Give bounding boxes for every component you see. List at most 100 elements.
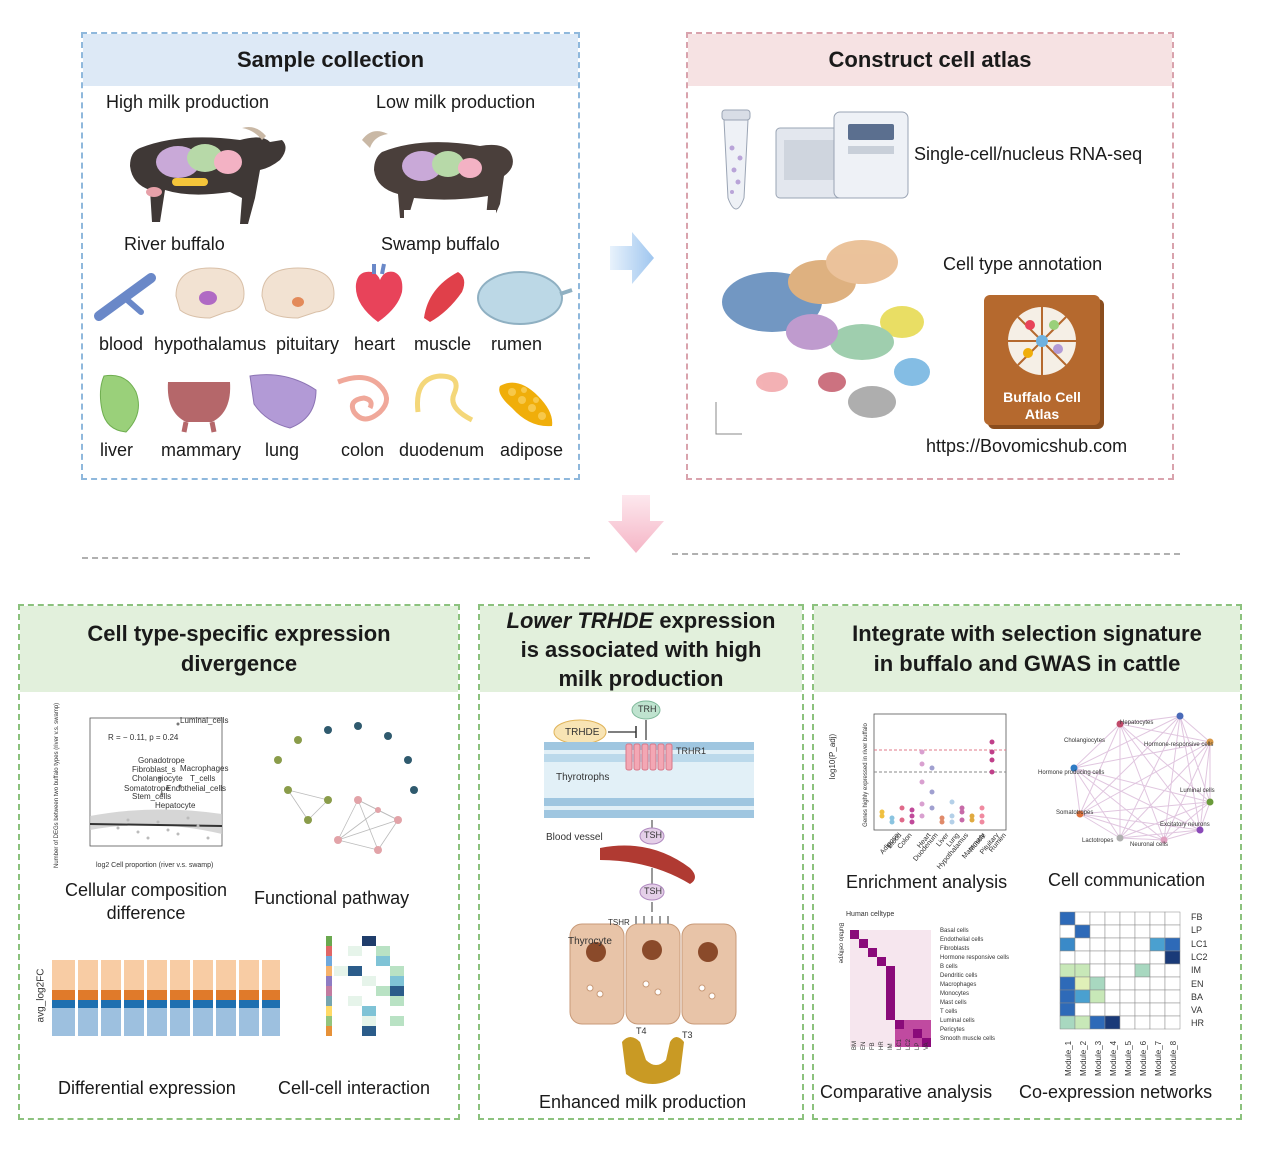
comparative-cell <box>868 1011 877 1020</box>
interaction-cell <box>334 986 348 996</box>
module-cell <box>1059 963 1076 978</box>
tissue-pituitary: pituitary <box>276 334 340 354</box>
comm-edge <box>1073 767 1081 815</box>
atlas-book-emblem-icon <box>1008 307 1076 375</box>
interaction-cell <box>390 1026 404 1036</box>
enrichment-dot <box>919 801 925 807</box>
comparative-cell <box>922 948 931 957</box>
comparative-cell <box>868 984 877 993</box>
enrichment-dot <box>929 805 935 811</box>
enrichment-dot <box>959 817 965 823</box>
module-row-4: IM <box>1191 965 1201 976</box>
interaction-cell <box>390 966 404 976</box>
interaction-cell <box>362 996 376 1006</box>
scatter-point-7: Endothelial_cells <box>166 784 227 793</box>
comparative-cell <box>859 1002 868 1011</box>
comparative-cell <box>904 948 913 957</box>
strip-gap <box>259 954 262 1044</box>
comparative-cell <box>850 1020 859 1029</box>
comparative-cell <box>877 939 886 948</box>
interaction-cell <box>334 936 348 946</box>
module-cell <box>1074 937 1091 952</box>
comparative-cell <box>895 984 904 993</box>
atlas-url[interactable]: https://Bovomicshub.com <box>926 436 1128 456</box>
module-col-2: Module_3 <box>1094 1040 1103 1076</box>
module-cell <box>1104 963 1121 978</box>
interaction-row-color <box>326 1016 332 1026</box>
celltype-col-4: IM <box>888 1043 894 1050</box>
comparative-cell <box>913 930 922 939</box>
comparative-cell <box>913 939 922 948</box>
interaction-cell <box>362 976 376 986</box>
enrichment-dot <box>989 757 995 763</box>
mammary-icon <box>167 382 231 433</box>
tissue-hypothalamus: hypothalamus <box>154 334 267 354</box>
tissue-duodenum: duodenum <box>399 440 485 460</box>
comparative-cell <box>913 993 922 1002</box>
module-row-1: LP <box>1191 925 1203 936</box>
trhde-title-3: milk production <box>558 665 724 691</box>
comm-node <box>1116 834 1124 842</box>
module-cell <box>1104 950 1121 965</box>
composition-label-2: difference <box>106 903 186 923</box>
comm-node <box>1160 836 1168 844</box>
interaction-cell <box>376 1006 390 1016</box>
enrichment-label: Enrichment analysis <box>846 872 1008 892</box>
enrichment-dot <box>919 813 925 819</box>
comm-node <box>1196 826 1204 834</box>
comparative-cell <box>868 948 877 957</box>
interaction-cell <box>334 946 348 956</box>
interaction-cell <box>334 1006 348 1016</box>
module-cell <box>1104 1002 1121 1017</box>
comm-edge <box>1079 813 1165 841</box>
strip-gap <box>121 954 124 1044</box>
trh-node: TRH <box>638 704 657 714</box>
selection-title-2: in buffalo and GWAS in cattle <box>873 651 1181 676</box>
interaction-cell <box>390 996 404 1006</box>
comparative-cell <box>895 1002 904 1011</box>
module-col-1: Module_2 <box>1079 1040 1088 1076</box>
comm-edge <box>1073 767 1165 841</box>
comparative-cell <box>904 939 913 948</box>
pathway-network <box>274 722 418 854</box>
scatter-point-2: Fibroblast_s <box>132 765 176 774</box>
module-cell <box>1074 989 1091 1004</box>
module-cell <box>1089 1002 1106 1017</box>
comm-label-8: Neuronal cells <box>1130 842 1169 848</box>
enrichment-dot <box>929 765 935 771</box>
comparative-cell <box>913 1020 922 1029</box>
umap-plot <box>715 240 930 435</box>
module-cell <box>1134 989 1151 1004</box>
interaction-cell <box>376 936 390 946</box>
interaction-cell <box>362 936 376 946</box>
strip-gap <box>213 954 216 1044</box>
comm-edge <box>1119 801 1211 839</box>
enrichment-dot <box>959 805 965 811</box>
comparative-cell <box>868 939 877 948</box>
interaction-row-color <box>326 1026 332 1036</box>
cell-atlas-panel: Construct cell atlas <box>686 32 1174 480</box>
tissue-rumen: rumen <box>491 334 543 354</box>
comparative-cell <box>868 966 877 975</box>
heatmap-side: Buffalo celltype <box>837 922 844 964</box>
comparative-cell <box>895 930 904 939</box>
comm-edge <box>1079 813 1201 831</box>
comm-node <box>1076 810 1084 818</box>
atlas-book[interactable]: Buffalo Cell Atlas <box>984 295 1100 425</box>
muscle-icon <box>424 272 465 322</box>
module-cell <box>1089 911 1106 926</box>
river-buffalo-illustration <box>130 127 286 224</box>
celltype-row-4: B cells <box>940 964 958 970</box>
module-cell <box>1059 911 1076 926</box>
comparative-cell <box>895 975 904 984</box>
celltype-col-3: HR <box>879 1041 885 1050</box>
celltype-row-10: Luminal cells <box>940 1018 975 1024</box>
comparative-cell <box>895 1011 904 1020</box>
comparative-cell <box>886 948 895 957</box>
thyrocyte-label: Thyrocyte <box>568 936 612 947</box>
strip-gap <box>98 954 101 1044</box>
communication-network <box>1070 712 1214 844</box>
comparative-cell <box>913 1029 922 1038</box>
interaction-row-color <box>326 936 332 946</box>
